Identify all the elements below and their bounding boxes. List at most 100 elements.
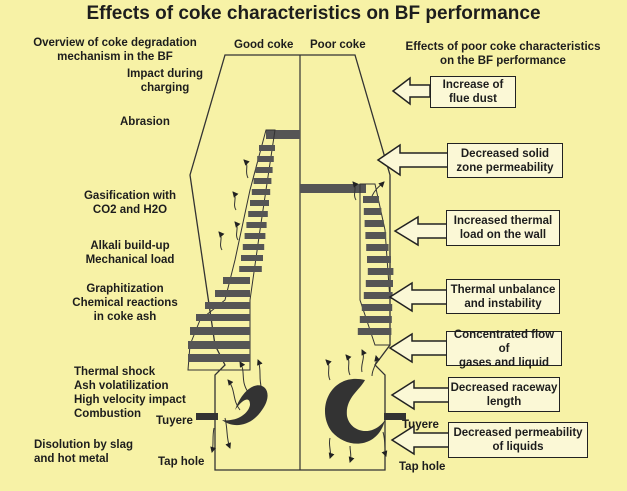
coke-layer bbox=[357, 328, 392, 335]
diagram-title: Effects of coke characteristics on BF pe… bbox=[86, 3, 541, 24]
gas-arrow bbox=[352, 181, 359, 201]
coke-layer bbox=[367, 256, 391, 263]
coke-layer bbox=[205, 302, 250, 309]
coke-layer bbox=[239, 266, 262, 272]
coke-layer bbox=[188, 341, 250, 349]
gas-arrow bbox=[345, 354, 352, 376]
gas-arrow bbox=[243, 159, 250, 179]
poor-coke-stripes bbox=[357, 196, 394, 335]
gas-flow-arrows bbox=[210, 159, 388, 463]
effect-line: length bbox=[486, 395, 522, 408]
liquid-arrow bbox=[328, 437, 335, 459]
block-arrow bbox=[393, 215, 449, 247]
mechanism-line: Impact during bbox=[126, 68, 204, 80]
coke-layer bbox=[363, 208, 382, 215]
liquid-arrow bbox=[210, 427, 217, 453]
liquid-arrow bbox=[224, 417, 231, 449]
good-coke-stripes bbox=[188, 145, 275, 362]
coke-layer bbox=[241, 255, 263, 261]
coke-layer bbox=[196, 314, 250, 321]
tuyere-label-left: Tuyere bbox=[156, 415, 193, 427]
tuyere-right bbox=[384, 413, 406, 420]
coke-layer bbox=[253, 178, 272, 184]
left-heading-line: Overview of coke degradation bbox=[33, 37, 197, 49]
gas-arrow bbox=[371, 355, 381, 377]
block-arrow bbox=[390, 424, 451, 456]
coke-layer bbox=[246, 222, 267, 228]
mechanism-line: Graphitization bbox=[86, 283, 164, 295]
coke-layer bbox=[250, 200, 269, 206]
column-label-good: Good coke bbox=[234, 39, 294, 51]
mechanism-label: Alkali build-up Mechanical load bbox=[60, 239, 200, 267]
coke-layer bbox=[365, 280, 393, 287]
raceway-good bbox=[222, 385, 268, 426]
taphole-label-right: Tap hole bbox=[399, 461, 446, 473]
coke-layer bbox=[363, 292, 393, 299]
right-heading-line: Effects of poor coke characteristics bbox=[405, 41, 601, 53]
mechanism-label: Graphitization Chemical reactions in cok… bbox=[50, 282, 200, 324]
coke-layer bbox=[257, 156, 274, 162]
coke-layer bbox=[366, 244, 389, 251]
mechanism-label: Disolution by slag and hot metal bbox=[34, 438, 133, 466]
coke-layer bbox=[361, 304, 393, 311]
tuyere-left bbox=[196, 413, 218, 420]
coke-layer bbox=[190, 327, 250, 335]
mechanism-line: Thermal shock bbox=[74, 366, 156, 378]
gas-arrow bbox=[239, 361, 249, 393]
mechanism-line: and hot metal bbox=[34, 453, 109, 465]
effect-line: load on the wall bbox=[459, 229, 547, 241]
gas-arrow bbox=[218, 231, 225, 251]
mechanism-line: Alkali build-up bbox=[90, 240, 170, 252]
mechanism-label: Impact during charging bbox=[110, 67, 220, 95]
left-heading: Overview of coke degradation mechanism i… bbox=[10, 36, 220, 64]
effect-line: of liquids bbox=[492, 441, 544, 453]
coke-layer bbox=[242, 244, 265, 250]
mechanism-label: Abrasion bbox=[120, 115, 170, 129]
gas-arrow bbox=[325, 359, 332, 381]
mechanism-line: Abrasion bbox=[120, 116, 170, 128]
left-heading-line: mechanism in the BF bbox=[57, 51, 173, 63]
effect-line: Concentrated flow of bbox=[453, 328, 555, 355]
coke-layer bbox=[300, 184, 366, 193]
column-label-poor: Poor coke bbox=[310, 39, 366, 51]
mechanism-line: Combustion bbox=[74, 408, 142, 420]
coke-layer bbox=[367, 268, 394, 275]
gas-arrow bbox=[234, 221, 241, 241]
mechanism-line: Chemical reactions bbox=[72, 297, 178, 309]
effect-line: Increased thermal bbox=[453, 215, 553, 227]
effect-line: and instability bbox=[464, 297, 542, 310]
coke-layer bbox=[255, 167, 273, 173]
effect-line: Thermal unbalance bbox=[450, 283, 556, 296]
effect-line: Decreased solid bbox=[460, 147, 550, 160]
raceway-poor bbox=[324, 378, 385, 444]
effect-line: flue dust bbox=[449, 93, 497, 105]
coke-layer bbox=[266, 130, 300, 139]
coke-layer bbox=[359, 316, 392, 323]
coke-layer bbox=[244, 233, 266, 239]
mechanism-line: Disolution by slag bbox=[34, 439, 134, 451]
block-arrow bbox=[390, 379, 451, 411]
block-arrow bbox=[388, 281, 449, 313]
right-heading: Effects of poor coke characteristics on … bbox=[380, 40, 626, 68]
coke-layer bbox=[364, 220, 384, 227]
mechanism-line: High velocity impact bbox=[74, 394, 186, 406]
effect-box: Increased thermal load on the wall bbox=[446, 210, 560, 246]
gas-arrow bbox=[361, 349, 367, 373]
gas-arrow bbox=[232, 191, 239, 211]
effect-line: zone permeability bbox=[456, 161, 554, 174]
effect-line: Decreased raceway bbox=[450, 381, 558, 394]
mechanism-line: in coke ash bbox=[93, 311, 157, 323]
effect-arrows bbox=[376, 76, 451, 456]
coke-layer bbox=[215, 290, 250, 297]
gas-arrow bbox=[371, 181, 385, 197]
liquid-arrow bbox=[348, 445, 355, 463]
taphole-label-left: Tap hole bbox=[158, 456, 205, 468]
coke-layer bbox=[223, 277, 250, 284]
block-arrow bbox=[388, 332, 449, 364]
mechanism-label: Thermal shock Ash volatilization High ve… bbox=[74, 365, 186, 421]
